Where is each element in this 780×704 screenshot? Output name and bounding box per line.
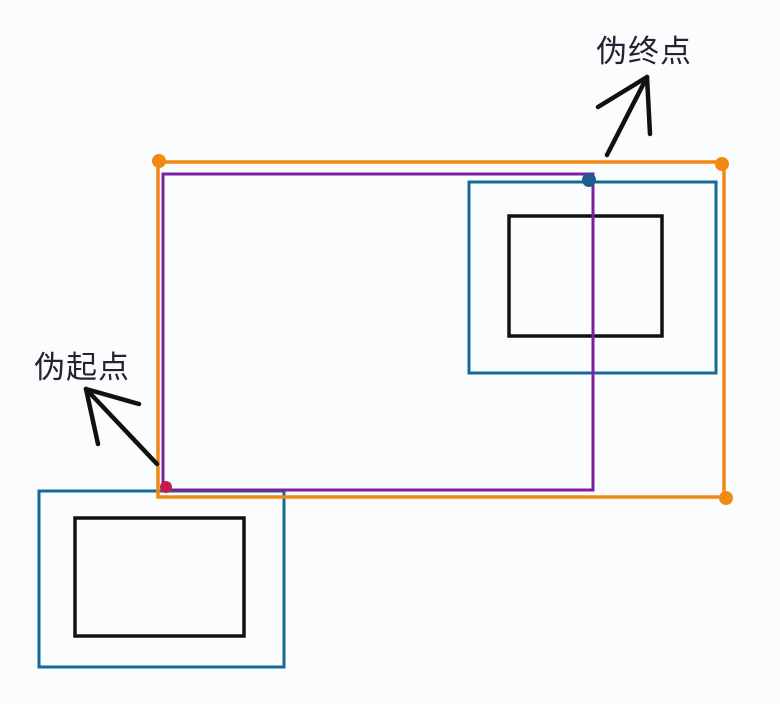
pseudo-end-point (582, 173, 596, 187)
corner-dot-bottom-right (719, 491, 733, 505)
union-bounding-box (156, 160, 726, 499)
arrow-up-left-icon (83, 386, 160, 467)
pseudo-end-label: 伪终点 (596, 34, 692, 70)
corner-dot-top-right (715, 157, 729, 171)
pseudo-start-point (160, 481, 172, 493)
pseudo-start-label: 伪起点 (34, 350, 130, 386)
corner-dot-top-left (152, 154, 166, 168)
bottom-left-inner-box (73, 516, 246, 638)
top-right-inner-box (507, 214, 664, 338)
arrow-up-right-icon (595, 74, 653, 158)
pseudo-bounding-box (161, 172, 595, 492)
